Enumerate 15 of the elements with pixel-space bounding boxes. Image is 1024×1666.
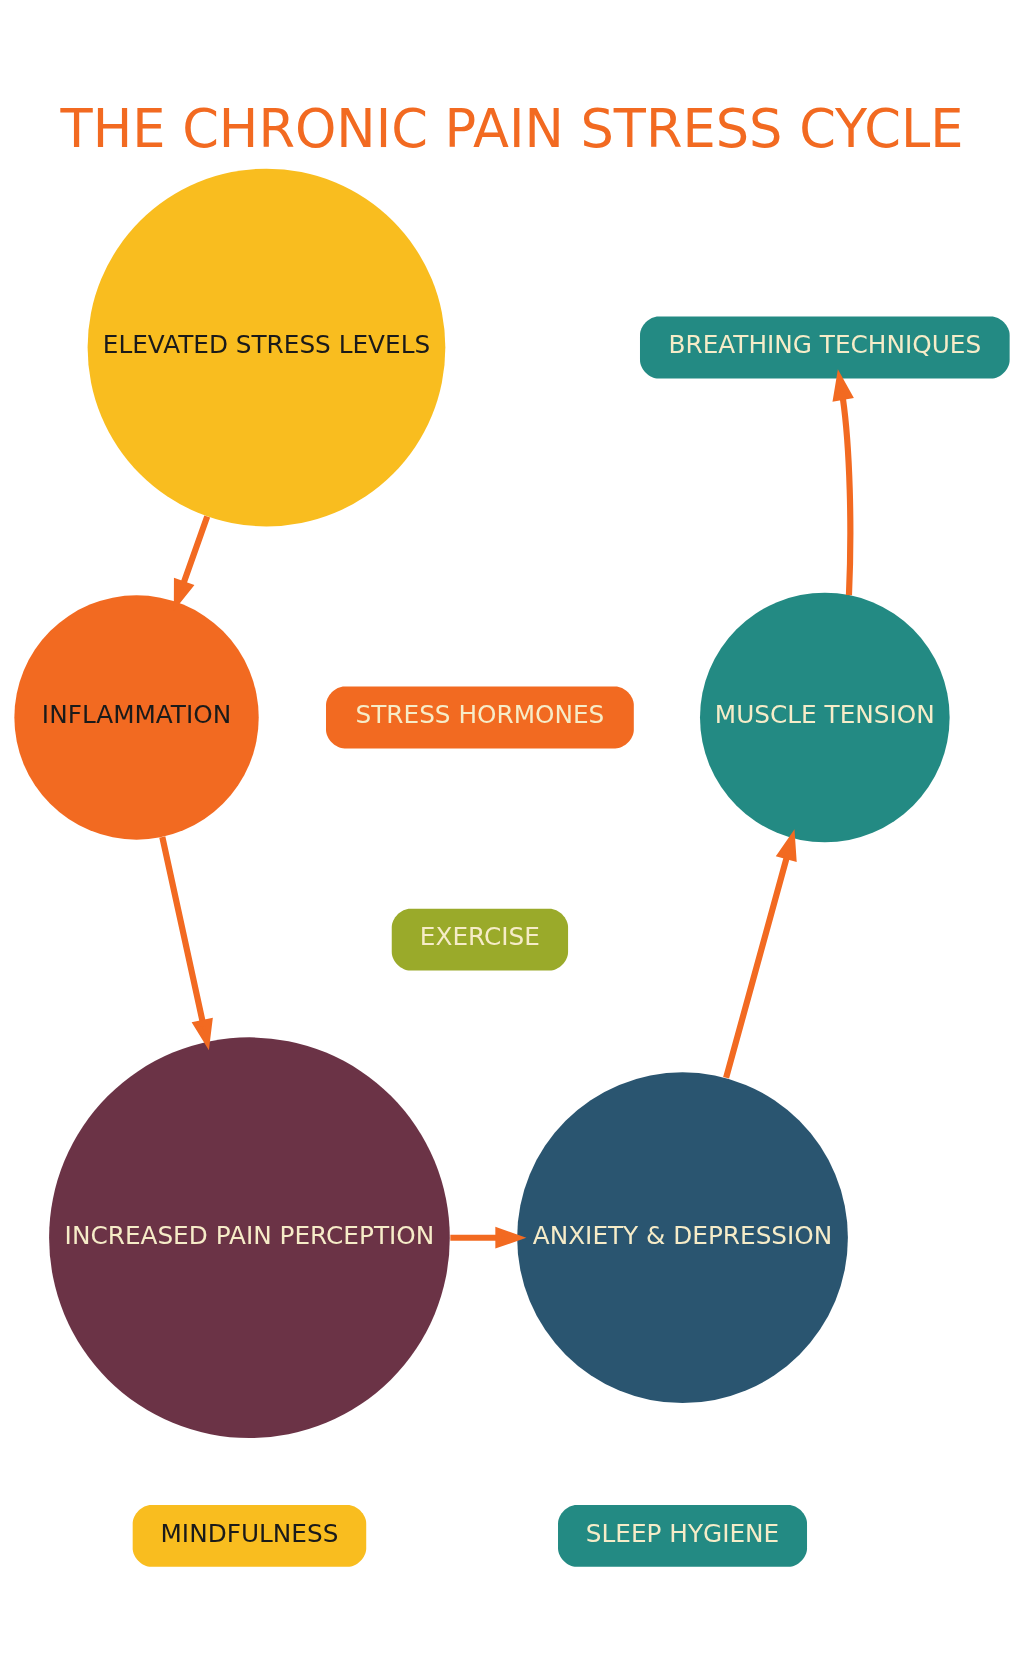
arrow: [159, 836, 213, 1051]
arrow: [723, 829, 797, 1079]
node-box: EXERCISE: [391, 908, 569, 971]
node-box: SLEEP HYGIENE: [558, 1504, 808, 1567]
node-circle: INCREASED PAIN PERCEPTION: [49, 1037, 450, 1439]
node-circle: ELEVATED STRESS LEVELS: [87, 168, 446, 527]
node-box: MINDFULNESS: [132, 1504, 367, 1567]
node-circle: INFLAMMATION: [14, 595, 259, 840]
node-box: STRESS HORMONES: [326, 686, 634, 749]
arrow: [832, 369, 854, 596]
node-circle: ANXIETY & DEPRESSION: [517, 1072, 848, 1404]
diagram-title: THE CHRONIC PAIN STRESS CYCLE: [60, 98, 964, 160]
arrow: [450, 1226, 527, 1249]
node-circle: MUSCLE TENSION: [700, 592, 950, 843]
node-box: BREATHING TECHNIQUES: [640, 316, 1010, 379]
